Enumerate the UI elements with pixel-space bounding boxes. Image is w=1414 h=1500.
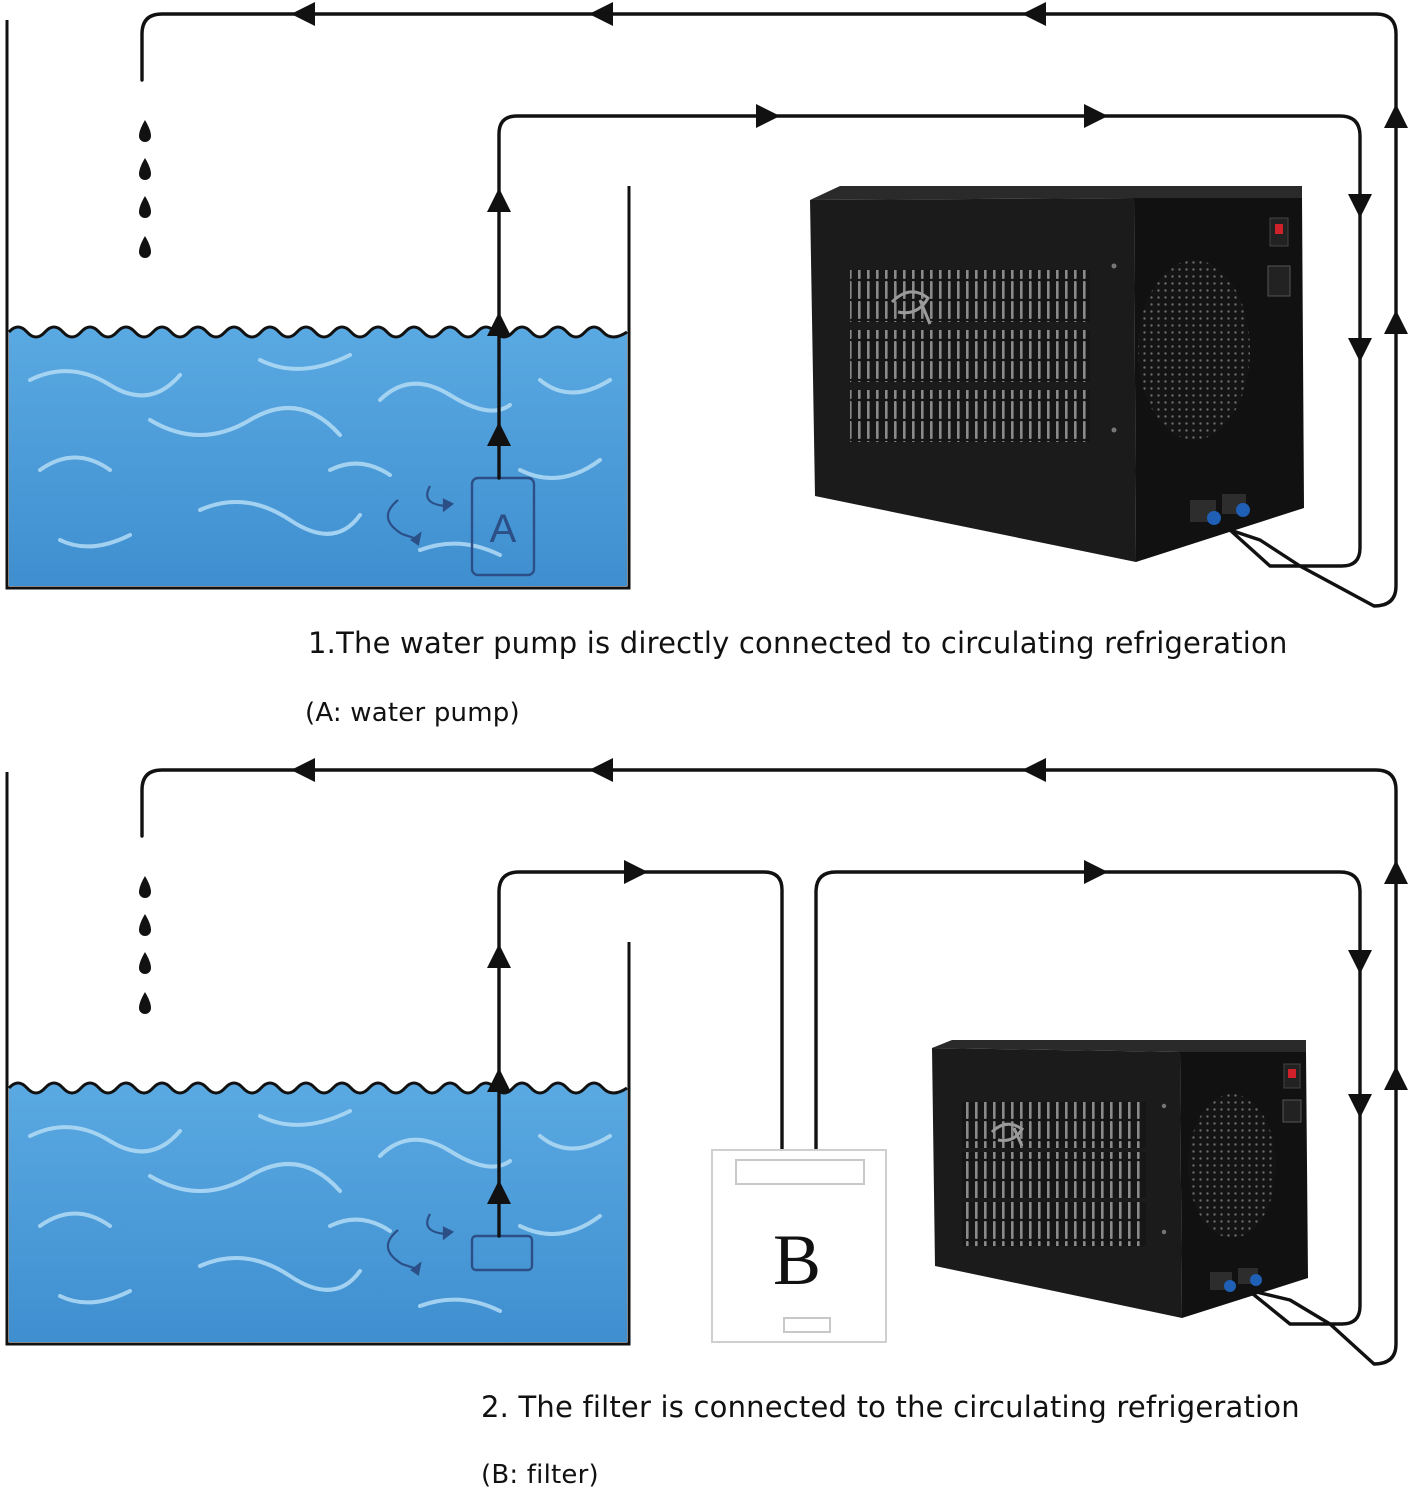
tank-1-wave-line <box>7 325 628 339</box>
filter-b-label: B <box>773 1220 821 1300</box>
tank-1-wall <box>5 20 631 590</box>
power-socket-icon <box>1282 1099 1302 1123</box>
pump-a-label: A <box>490 507 517 551</box>
chiller-2-return-pipe <box>140 768 1398 1366</box>
chiller-unit-1 <box>810 186 1304 562</box>
water-drop-icon <box>139 120 151 258</box>
water-drop-icon <box>139 876 151 1014</box>
water-pump-2 <box>470 1234 534 1272</box>
tank-2-water <box>9 1083 627 1342</box>
section-1-diagram: A <box>5 2 1408 608</box>
tank-2-wall <box>5 772 631 1346</box>
section-2-caption: 2. The filter is connected to the circul… <box>481 1390 1300 1424</box>
chiller-2-fan-grille <box>1188 1094 1276 1238</box>
tank-2-wave-line <box>7 1081 628 1095</box>
section-2-subcaption: (B: filter) <box>481 1460 599 1490</box>
filter-to-chiller-pipe <box>814 870 1362 1326</box>
chiller-2-water-connectors <box>1210 1268 1262 1292</box>
section-1-subcaption: (A: water pump) <box>305 698 520 728</box>
flow-arrow-icon <box>291 758 1408 1204</box>
section-1-caption: 1.The water pump is directly connected t… <box>308 626 1288 660</box>
chiller-1-fan-grille <box>1138 260 1250 440</box>
section-2-diagram: B <box>5 758 1408 1366</box>
chiller-1-return-pipe <box>140 12 1398 608</box>
tank-2-caustics <box>28 1109 612 1313</box>
chiller-1-water-connectors <box>1190 494 1250 525</box>
swirl-arrow-icon <box>386 485 455 546</box>
swirl-arrow-icon <box>386 1213 455 1276</box>
pump-a-outlet-pipe <box>497 114 1362 568</box>
tank-1-caustics <box>28 353 612 557</box>
power-socket-icon <box>1267 265 1291 297</box>
flow-arrow-icon <box>291 2 1408 446</box>
filter-b: B <box>711 1149 887 1343</box>
water-pump-a: A <box>470 476 536 577</box>
chiller-unit-2 <box>932 1040 1308 1318</box>
